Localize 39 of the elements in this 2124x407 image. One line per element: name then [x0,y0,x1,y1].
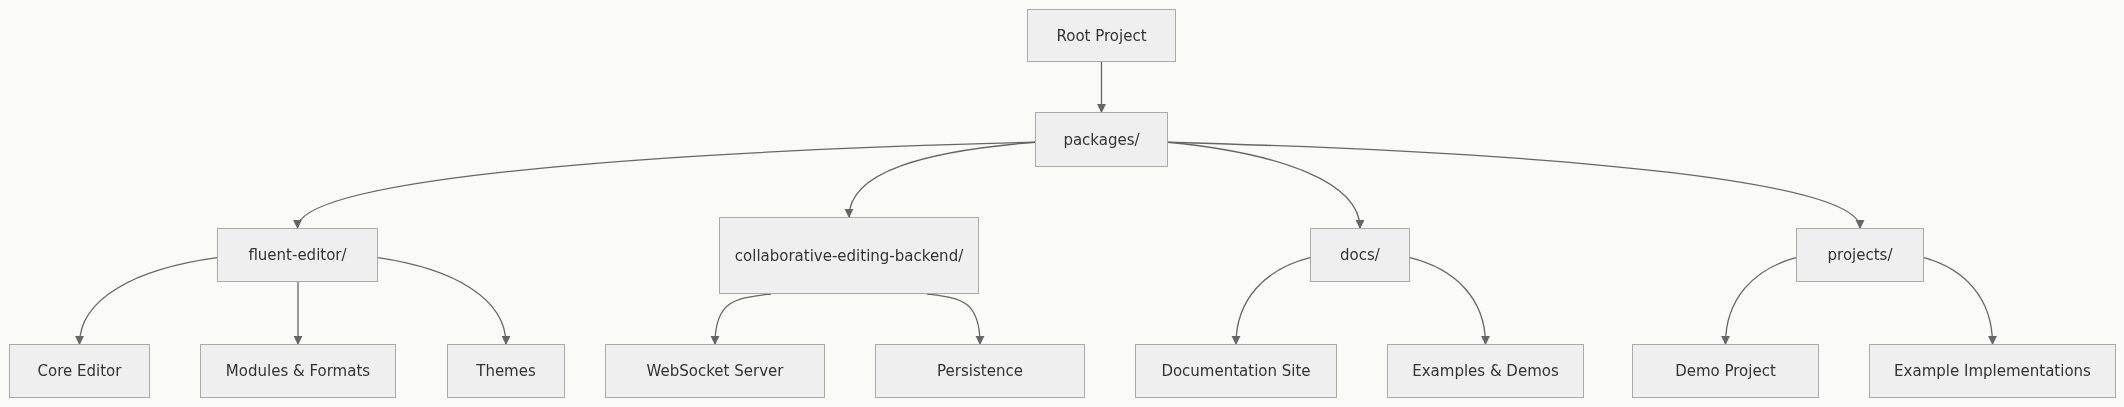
folder-box [9,344,150,398]
node-label: Demo Project [1675,361,1776,382]
node-label: projects/ [1827,245,1893,266]
folder-box [1632,344,1819,398]
node-label: Themes [476,361,536,382]
arrow [377,257,510,345]
folder-box [447,344,565,398]
arrow [1721,257,1797,345]
arrow [293,281,303,345]
node-label: packages/ [1063,129,1140,151]
folder-box [875,344,1085,398]
folder-box [200,344,396,398]
node-label: Modules & Formats [225,361,371,382]
folder-box [1387,344,1584,398]
node-label: Core Editor [37,361,122,382]
folder-box [1035,112,1168,167]
folder-box [605,344,825,398]
arrow [75,257,218,345]
node-label: collaborative-editing-backend/ [734,245,964,267]
node-label: Examples & Demos [1412,361,1559,382]
arrow [1923,257,1997,345]
node-label: Example Implementations [1894,361,2091,382]
folder-box [217,228,378,282]
folder-box [1027,9,1176,62]
node-label: docs/ [1340,245,1380,266]
arrow [1409,257,1490,345]
folder-box [719,217,979,294]
node-label: Root Project [1056,25,1147,47]
arrow [1231,257,1311,345]
node-label: Persistence [937,361,1023,382]
arrow [845,141,1036,218]
folder-box [1869,344,2116,398]
node-label: Documentation Site [1161,361,1311,382]
folder-box [1135,344,1337,398]
arrow [1096,61,1107,113]
folder-box [1796,228,1924,282]
node-label: fluent-editor/ [248,245,347,266]
folder-box [1310,228,1410,282]
node-label: WebSocket Server [646,361,784,382]
